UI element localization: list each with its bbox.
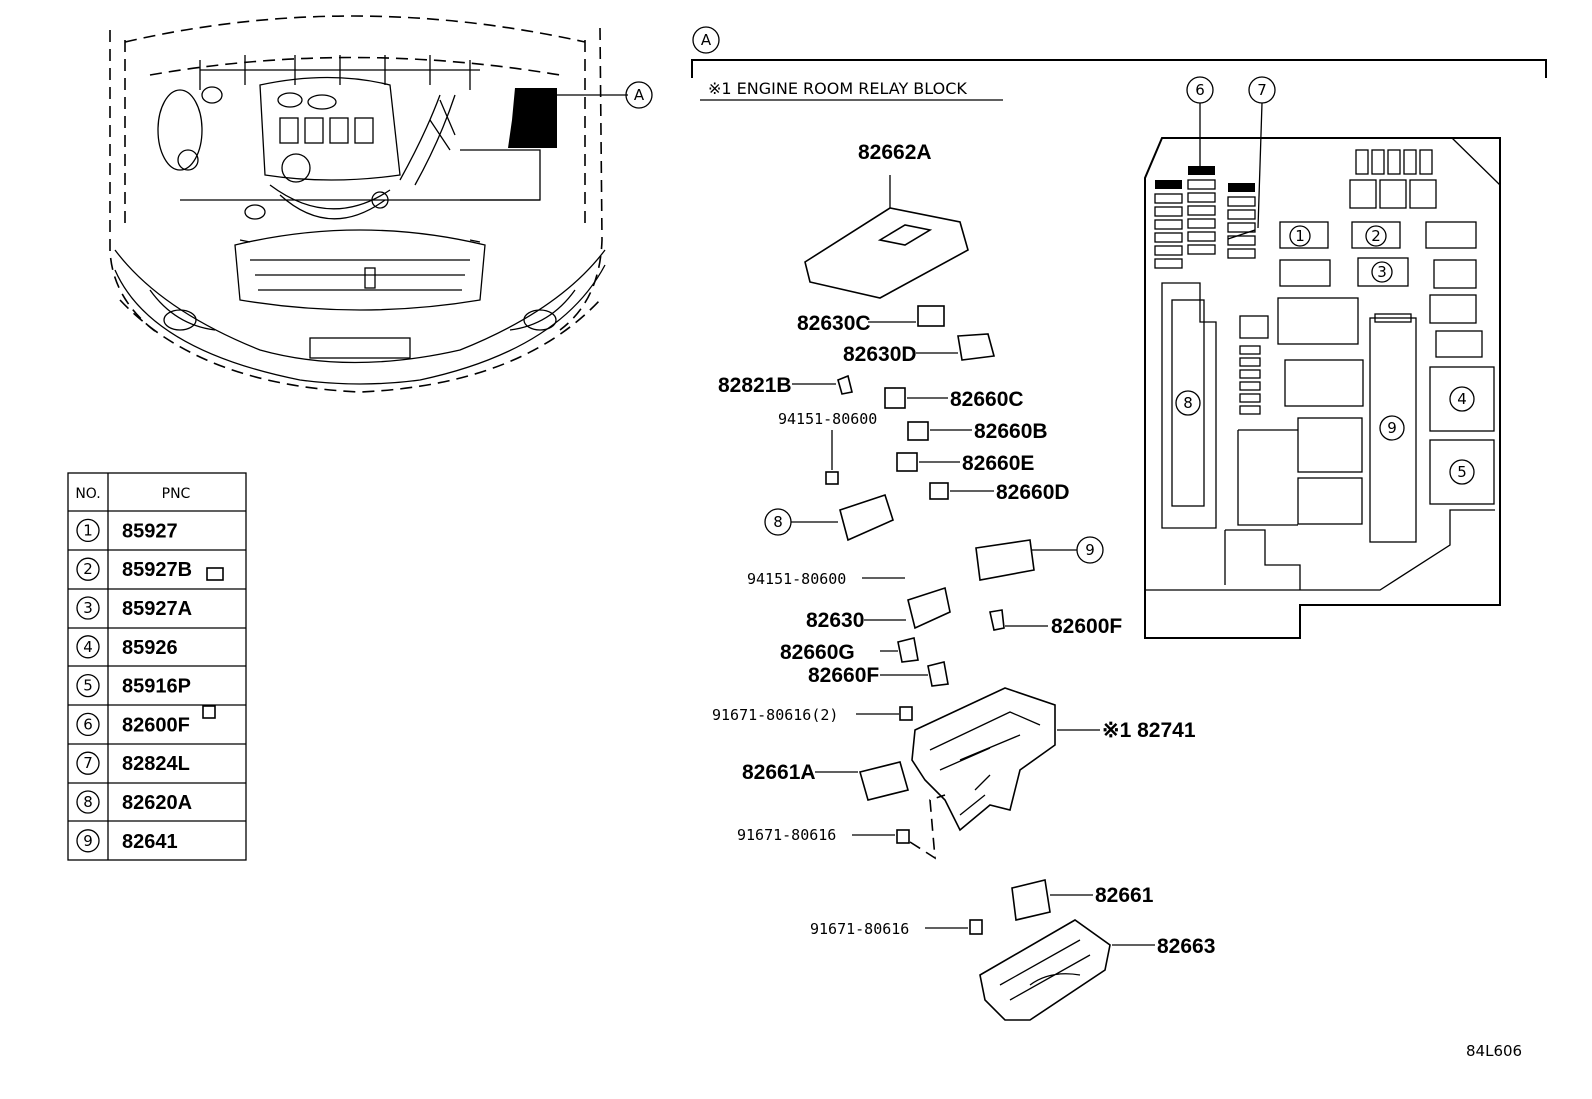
fuse-slot (1154, 219, 1183, 230)
table-row-number-circle (76, 673, 100, 698)
table-row-no: 5 (83, 677, 93, 695)
fuse-slot (1187, 218, 1216, 229)
fuse-slot (1227, 235, 1256, 246)
callout-car-A: A (625, 81, 653, 109)
table-row-no: 7 (83, 754, 93, 772)
label-82630D: 82630D (843, 343, 917, 366)
label-82821B: 82821B (718, 374, 792, 397)
table-row-number-circle (76, 557, 100, 581)
fuse-slot (1187, 231, 1216, 242)
svg-text:8: 8 (773, 513, 783, 531)
svg-text:8: 8 (1183, 394, 1193, 412)
fuse-slot (1227, 196, 1256, 207)
table-row-pnc: 82620A (122, 792, 192, 814)
fuse-slot (1187, 179, 1216, 190)
engine-bay-illustration (109, 15, 628, 393)
svg-text:A: A (634, 86, 645, 104)
fuse-slot (1154, 258, 1183, 269)
section-marker: A (701, 31, 712, 49)
table-row-number-circle (76, 596, 100, 620)
pnc-table: NO. PNC 1 85927 2 85927B 3 85927A 4 85926 5 85916… (67, 472, 247, 861)
table-row-pnc: 82824L (122, 753, 190, 775)
fuse-slot (1154, 193, 1183, 204)
svg-text:9: 9 (1085, 541, 1095, 559)
fuse-slot (1154, 206, 1183, 217)
table-header-no: NO. (75, 486, 100, 502)
table-row-number-circle (76, 635, 100, 659)
label-82661: 82661 (1095, 884, 1154, 907)
table-row-pnc: 82641 (122, 831, 178, 853)
table-row-number-circle (76, 518, 100, 543)
table-row-number-circle (76, 751, 100, 775)
fuse-slot (1227, 248, 1256, 259)
svg-text:6: 6 (1195, 81, 1205, 99)
svg-text:3: 3 (1377, 263, 1387, 281)
label-82630C: 82630C (797, 312, 871, 335)
label-82741: ※1 82741 (1102, 719, 1196, 742)
label-82630: 82630 (806, 609, 864, 632)
fuse-slot (1187, 244, 1216, 255)
fuse-slot (1227, 222, 1256, 233)
table-row-no: 2 (83, 560, 93, 578)
section-a-header: A ※1 ENGINE ROOM RELAY BLOCK (691, 26, 1547, 101)
svg-text:4: 4 (1457, 390, 1467, 408)
label-82660D: 82660D (996, 481, 1070, 504)
table-row-no: 9 (83, 832, 93, 850)
table-row-no: 8 (83, 793, 93, 811)
svg-text:7: 7 (1257, 81, 1267, 99)
block-callouts: 1 2 3 4 5 8 9 (1175, 225, 1475, 485)
label-94151-80600-upper: 94151-80600 (778, 410, 877, 428)
fuse-slot (1154, 232, 1183, 243)
svg-text:5: 5 (1457, 463, 1467, 481)
table-row-no: 3 (83, 599, 93, 617)
label-82600F: 82600F (1051, 615, 1122, 638)
label-94151-80600-lower: 94151-80600 (747, 570, 846, 588)
fuse-slot (1154, 245, 1183, 256)
svg-text:2: 2 (1371, 227, 1381, 245)
label-82660C: 82660C (950, 388, 1024, 411)
label-82663: 82663 (1157, 935, 1215, 958)
svg-text:1: 1 (1295, 227, 1305, 245)
table-row-pnc: 85916P (122, 676, 191, 698)
table-row-no: 1 (83, 521, 93, 539)
label-91671-80616-lower: 91671-80616 (810, 920, 909, 938)
reference-code: 84L606 (1466, 1042, 1522, 1060)
label-82662A: 82662A (858, 141, 932, 164)
table-row-number-circle (76, 712, 100, 737)
table-row-no: 4 (83, 638, 93, 656)
label-91671-80616-2: 91671-80616(2) (712, 706, 838, 724)
exploded-parts: 8 9 (206, 175, 1104, 631)
label-82661A: 82661A (742, 761, 816, 784)
fuse-slot (1187, 192, 1216, 203)
fuse-slot (1227, 209, 1256, 220)
table-row-pnc: 85927A (122, 598, 192, 620)
fuse-slot (1187, 205, 1216, 216)
fuse-grid (1154, 179, 1256, 269)
label-82660F: 82660F (808, 664, 879, 687)
table-row-number-circle (76, 790, 100, 814)
table-row-pnc: 82600F (122, 714, 190, 736)
relay-block-layout: 1 2 3 4 5 8 9 6 7 (1144, 76, 1501, 639)
table-row-pnc: 85927B (122, 559, 192, 581)
label-82660E: 82660E (962, 452, 1034, 475)
table-row-pnc: 85927 (122, 520, 178, 542)
label-82660B: 82660B (974, 420, 1048, 443)
svg-text:9: 9 (1387, 419, 1397, 437)
label-91671-80616-middle: 91671-80616 (737, 826, 836, 844)
table-row-pnc: 85926 (122, 637, 178, 659)
section-title: ※1 ENGINE ROOM RELAY BLOCK (708, 79, 967, 98)
table-row-number-circle (76, 829, 100, 853)
table-header-pnc: PNC (162, 486, 191, 502)
callout-7: 7 (1248, 76, 1276, 229)
callout-6: 6 (1186, 76, 1214, 166)
table-rows: 1 85927 2 85927B 3 85927A 4 85926 5 85916P 6 82600F… (76, 518, 192, 853)
label-82660G: 82660G (780, 641, 855, 664)
table-row-no: 6 (83, 715, 93, 733)
